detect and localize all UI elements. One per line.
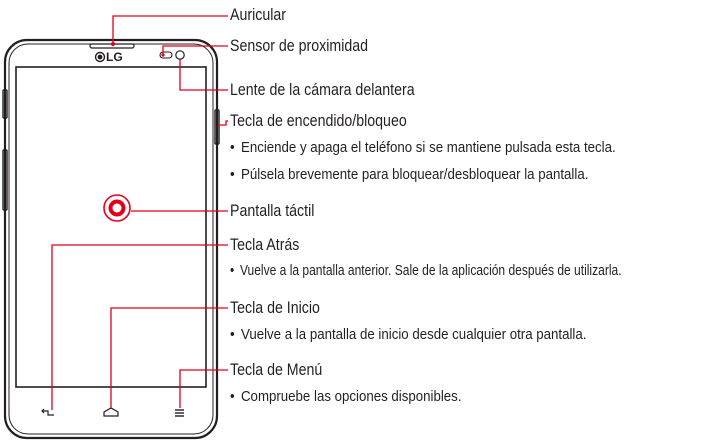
lg-logo-text: LG (106, 50, 123, 64)
label-sensor-proximidad: Sensor de proximidad (230, 37, 369, 55)
label-tecla-atras: Tecla Atrás (230, 236, 300, 254)
menu-key-icon (175, 409, 184, 417)
bullet-encendido-1-text: Enciende y apaga el teléfono si se manti… (240, 140, 616, 156)
bullet-menu-1-text: Compruebe las opciones disponibles. (240, 389, 462, 405)
bullet-encendido-2-text: Púlsela brevemente para bloquear/desbloq… (240, 167, 589, 183)
label-tecla-encendido: Tecla de encendido/bloqueo (230, 112, 407, 130)
label-auricular: Auricular (230, 6, 286, 24)
bullet-menu-1: •Compruebe las opciones disponibles. (230, 389, 462, 405)
touch-target-icon (103, 194, 131, 222)
bullet-inicio-1-text: Vuelve a la pantalla de inicio desde cua… (240, 327, 587, 343)
front-camera (175, 50, 185, 60)
bullet-atras-1-text: Vuelve a la pantalla anterior. Sale de l… (239, 263, 622, 279)
label-pantalla-tactil: Pantalla táctil (230, 202, 315, 220)
bullet-inicio-1: •Vuelve a la pantalla de inicio desde cu… (230, 327, 587, 343)
home-key-icon (103, 407, 119, 417)
leader-lines (51, 15, 228, 410)
label-lente-camara: Lente de la cámara delantera (230, 81, 415, 99)
label-tecla-menu: Tecla de Menú (230, 361, 323, 379)
proximity-sensor (159, 51, 173, 59)
bullet-encendido-1: •Enciende y apaga el teléfono si se mant… (230, 140, 616, 156)
label-tecla-inicio: Tecla de Inicio (230, 299, 320, 317)
bullet-encendido-2: •Púlsela brevemente para bloquear/desblo… (230, 167, 589, 183)
back-key-icon (41, 408, 54, 416)
bullet-atras-1: •Vuelve a la pantalla anterior. Sale de … (230, 263, 622, 279)
lg-logo (94, 51, 106, 63)
